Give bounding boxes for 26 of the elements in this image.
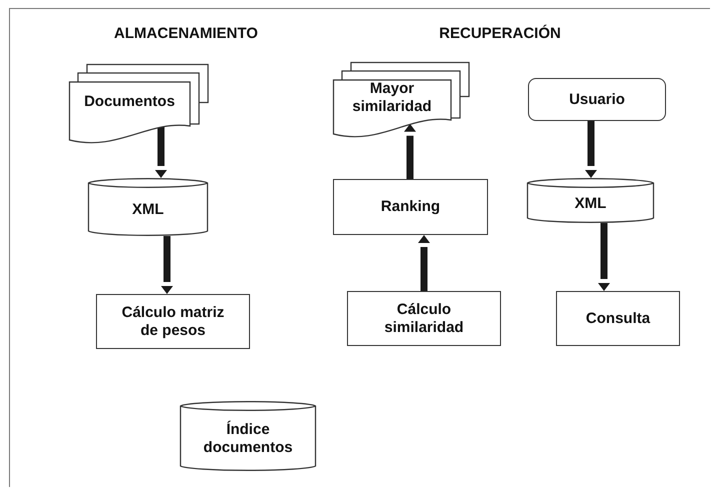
node-label: Cálculo matriz de pesos <box>122 304 224 338</box>
node-label: Mayor similaridad <box>352 80 432 115</box>
node-label: Documentos <box>84 93 175 110</box>
arrow <box>155 126 167 178</box>
node-label: Cálculo similaridad <box>384 300 464 336</box>
database-cylinder <box>527 178 654 223</box>
process-box <box>96 294 250 349</box>
arrow <box>161 236 173 294</box>
node-label: Ranking <box>380 198 440 215</box>
arrow <box>585 121 597 178</box>
node-label: Consulta <box>586 310 650 326</box>
arrow <box>418 235 430 291</box>
node-label: Índice documentos <box>203 421 293 456</box>
node-label: XML <box>574 194 606 212</box>
arrow <box>598 223 610 291</box>
database-cylinder <box>88 178 208 236</box>
process-box <box>347 291 501 346</box>
process-box <box>333 179 488 235</box>
section-heading: ALMACENAMIENTO <box>114 25 258 42</box>
arrow <box>404 124 416 179</box>
node-label: XML <box>132 201 164 218</box>
node-label: Usuario <box>569 90 625 108</box>
process-box <box>556 291 680 346</box>
section-heading: RECUPERACIÓN <box>439 25 561 42</box>
rounded-box <box>528 78 666 121</box>
database-cylinder <box>180 401 316 471</box>
